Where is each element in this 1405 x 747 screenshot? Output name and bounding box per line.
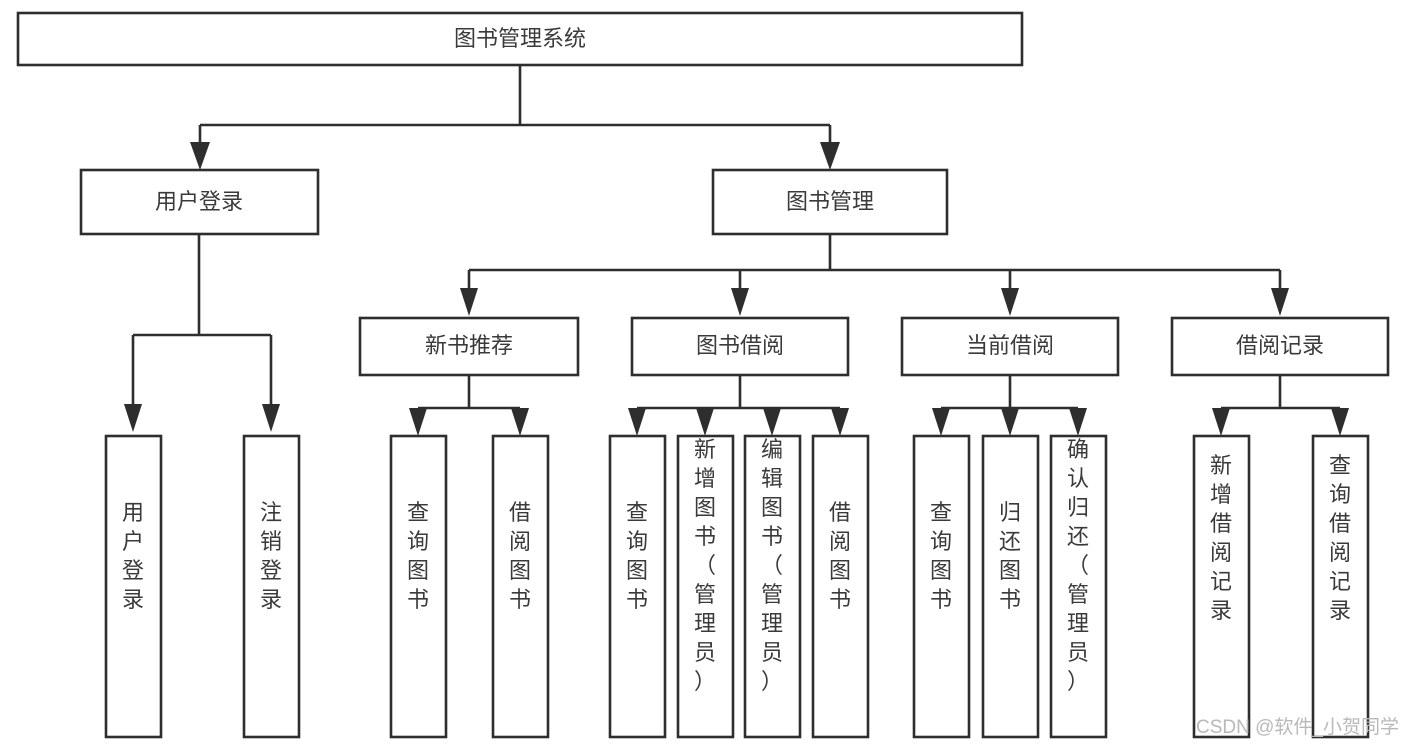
leaf-edit-book-admin-label: 编辑图书（管理员） <box>761 437 783 694</box>
arrowhead-leaf-add-book-admin <box>696 408 714 436</box>
leaf-add-book-admin-label: 新增图书（管理员） <box>694 437 716 694</box>
arrowhead-leaf-edit-book-admin <box>763 408 781 436</box>
node-borrow-record[interactable]: 借阅记录 <box>1170 316 1390 377</box>
leaf-return-book-box[interactable] <box>981 434 1040 739</box>
new-book-recommend-box[interactable] <box>358 316 580 377</box>
arrowhead-leaf-borrow-book <box>831 408 849 436</box>
node-root-book-management-system[interactable]: 图书管理系统 <box>16 11 1024 67</box>
node-current-borrow[interactable]: 当前借阅 <box>900 316 1120 377</box>
leaf-edit-book-admin[interactable]: 编辑图书（管理员） <box>743 434 802 739</box>
borrow-record-label: 借阅记录 <box>1236 333 1324 358</box>
book-borrow-box[interactable] <box>630 316 850 377</box>
arrowhead-book-management <box>820 142 840 170</box>
leaf-query-book-rec-label: 查询图书 <box>407 500 429 612</box>
leaf-borrow-book-label: 借阅图书 <box>829 500 851 612</box>
leaf-query-book-current-label: 查询图书 <box>930 500 952 612</box>
node-book-borrow[interactable]: 图书借阅 <box>630 316 850 377</box>
arrowhead-user-login <box>190 142 210 170</box>
csdn-watermark: CSDN @软件_小贺同学 <box>1196 716 1399 738</box>
leaf-confirm-return-admin[interactable]: 确认归还（管理员） <box>1049 434 1108 739</box>
leaf-query-book-current-box[interactable] <box>912 434 971 739</box>
arrowhead-leaf-borrow-book-rec <box>511 408 529 436</box>
node-book-management[interactable]: 图书管理 <box>711 168 949 236</box>
arrowhead-current-borrow <box>1001 288 1019 316</box>
node-user-login[interactable]: 用户登录 <box>79 168 320 236</box>
arrowhead-leaf-query-book-rec <box>409 408 427 436</box>
arrowhead-borrow-record <box>1271 288 1289 316</box>
arrowhead-leaf-query-book-current <box>932 408 950 436</box>
leaf-add-book-admin-box[interactable] <box>676 434 735 739</box>
leaf-logout-login-box[interactable] <box>242 434 301 739</box>
borrow-record-box[interactable] <box>1170 316 1390 377</box>
leaf-return-book[interactable]: 归还图书 <box>981 434 1040 739</box>
root-node-box[interactable] <box>16 11 1024 67</box>
root-node-label: 图书管理系统 <box>454 26 586 51</box>
leaf-user-login[interactable]: 用户登录 <box>104 434 163 739</box>
new-book-recommend-label: 新书推荐 <box>425 333 513 358</box>
leaf-logout-login-label: 注销登录 <box>260 500 282 612</box>
leaf-query-book-rec-box[interactable] <box>389 434 448 739</box>
leaf-query-book-borrow[interactable]: 查询图书 <box>608 434 667 739</box>
leaf-borrow-book[interactable]: 借阅图书 <box>811 434 870 739</box>
arrowhead-leaf-query-book-borrow <box>628 408 646 436</box>
leaf-add-borrow-record-label: 新增借阅记录 <box>1210 453 1232 623</box>
leaf-add-book-admin[interactable]: 新增图书（管理员） <box>676 434 735 739</box>
leaf-query-book-rec[interactable]: 查询图书 <box>389 434 448 739</box>
leaf-borrow-book-box[interactable] <box>811 434 870 739</box>
leaf-borrow-book-rec[interactable]: 借阅图书 <box>491 434 550 739</box>
leaf-borrow-book-rec-label: 借阅图书 <box>509 500 531 612</box>
leaf-query-borrow-record-box[interactable] <box>1311 434 1370 739</box>
leaf-edit-book-admin-box[interactable] <box>743 434 802 739</box>
node-new-book-recommend[interactable]: 新书推荐 <box>358 316 580 377</box>
leaf-query-borrow-record-label: 查询借阅记录 <box>1329 453 1351 623</box>
leaf-add-borrow-record-box[interactable] <box>1192 434 1251 739</box>
arrowhead-book-borrow <box>731 288 749 316</box>
leaf-logout-login[interactable]: 注销登录 <box>242 434 301 739</box>
arrowhead-leaf-user-login <box>124 404 142 432</box>
leaf-query-book-borrow-box[interactable] <box>608 434 667 739</box>
current-borrow-label: 当前借阅 <box>966 333 1054 358</box>
current-borrow-box[interactable] <box>900 316 1120 377</box>
leaf-user-login-box[interactable] <box>104 434 163 739</box>
book-borrow-label: 图书借阅 <box>696 333 784 358</box>
leaf-confirm-return-admin-box[interactable] <box>1049 434 1108 739</box>
leaf-query-book-borrow-label: 查询图书 <box>626 500 648 612</box>
leaf-borrow-book-rec-box[interactable] <box>491 434 550 739</box>
arrowhead-leaf-query-borrow-record <box>1331 408 1349 436</box>
user-login-label: 用户登录 <box>155 189 243 214</box>
arrowhead-new-book-recommend <box>460 288 478 316</box>
user-login-box[interactable] <box>79 168 320 236</box>
leaf-query-borrow-record[interactable]: 查询借阅记录 <box>1311 434 1370 739</box>
leaf-add-borrow-record[interactable]: 新增借阅记录 <box>1192 434 1251 739</box>
book-management-label: 图书管理 <box>786 189 874 214</box>
arrowhead-leaf-add-borrow-record <box>1212 408 1230 436</box>
connector-layer <box>124 65 1349 436</box>
book-management-box[interactable] <box>711 168 949 236</box>
leaf-return-book-label: 归还图书 <box>999 500 1021 612</box>
leaf-query-book-current[interactable]: 查询图书 <box>912 434 971 739</box>
arrowhead-leaf-logout-login <box>262 404 280 432</box>
leaf-confirm-return-admin-label: 确认归还（管理员） <box>1067 437 1089 694</box>
leaf-user-login-label: 用户登录 <box>122 500 144 612</box>
arrowhead-leaf-confirm-return-admin <box>1069 408 1087 436</box>
arrowhead-leaf-return-book <box>1001 408 1019 436</box>
